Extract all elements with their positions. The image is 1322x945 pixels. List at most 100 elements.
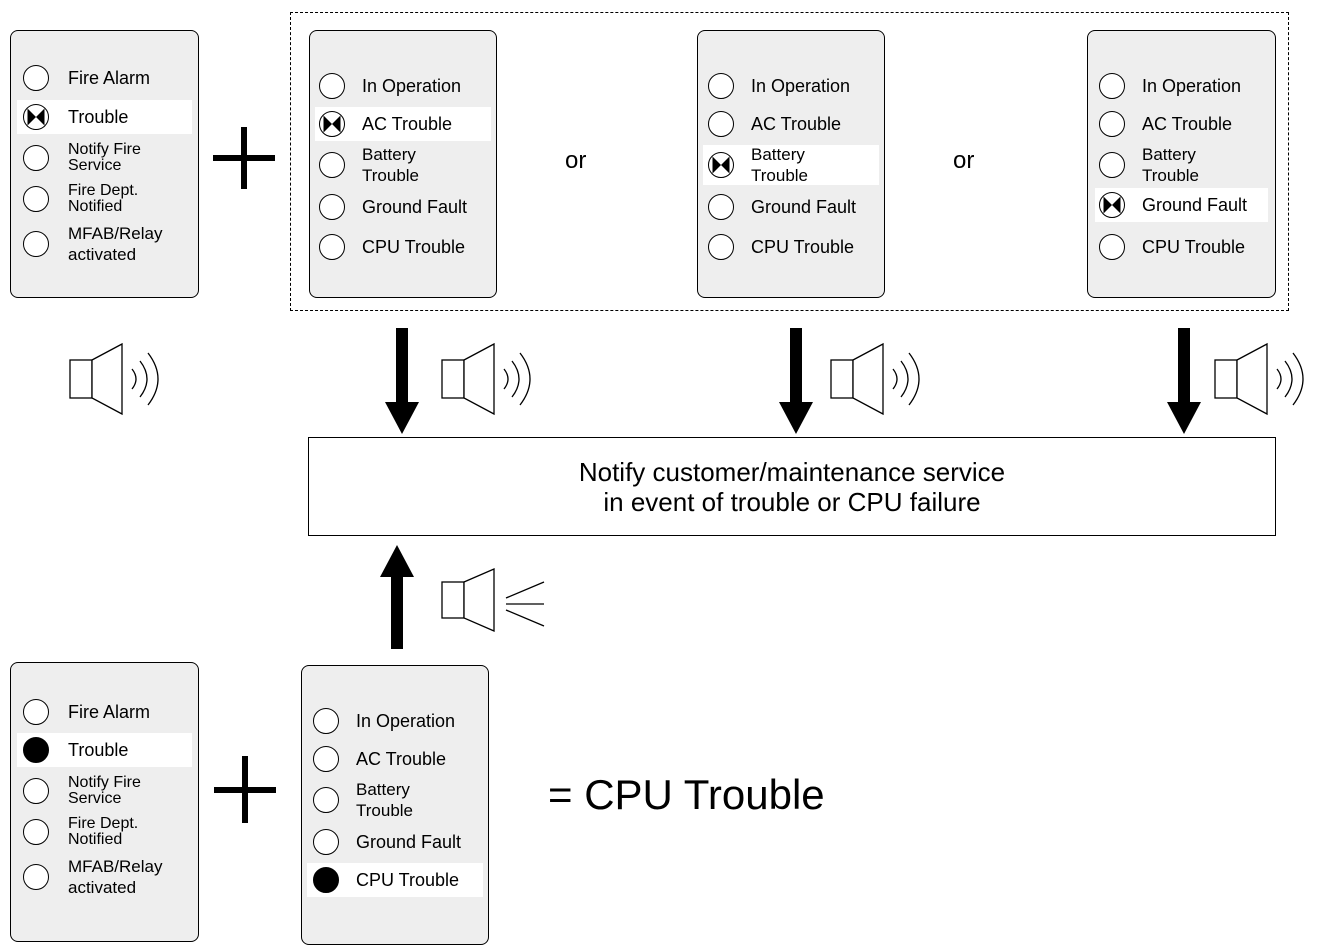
in-operation-indicator: In Operation: [698, 69, 884, 103]
mfab-relay-indicator: MFAB/Relay activated: [11, 857, 198, 897]
in-operation-label: In Operation: [1142, 76, 1242, 96]
mfab-relay-indicator: MFAB/Relay activated: [11, 224, 198, 264]
led-flashing-icon: [708, 152, 734, 178]
arrow-down-icon: [779, 328, 813, 434]
or-label: or: [953, 147, 975, 174]
battery-trouble-indicator: Battery Trouble: [1088, 145, 1275, 185]
cpu-trouble-label: CPU Trouble: [356, 870, 460, 890]
arrow-up-icon: [380, 545, 414, 649]
fire-alarm-label: Fire Alarm: [68, 702, 151, 722]
ac-trouble-indicator: AC Trouble: [698, 107, 884, 141]
led-off-icon: [23, 864, 49, 890]
plus-icon: [213, 127, 275, 189]
ground-fault-label: Ground Fault: [356, 832, 462, 852]
status-panel-ac: In Operation AC Trouble Battery Trouble …: [309, 30, 497, 298]
fire-alarm-indicator: Fire Alarm: [11, 695, 198, 729]
speaker-sound-icon: [1214, 342, 1304, 416]
arrow-down-icon: [1167, 328, 1201, 434]
speaker-tone-icon: [441, 568, 545, 632]
or-label: or: [565, 147, 587, 174]
battery-trouble-indicator: Battery Trouble: [302, 780, 488, 820]
trouble-label: Trouble: [68, 740, 129, 760]
battery-trouble-label: Battery Trouble: [362, 145, 420, 185]
battery-trouble-label: Battery Trouble: [356, 780, 414, 820]
speaker-sound-icon: [69, 342, 159, 416]
mfab-relay-label: MFAB/Relay activated: [68, 857, 163, 897]
result-label: = CPU Trouble: [548, 771, 825, 818]
in-operation-label: In Operation: [356, 711, 456, 731]
in-operation-indicator: In Operation: [310, 69, 496, 103]
led-flashing-icon: [1099, 192, 1125, 218]
notify-line-1: Notify customer/maintenance service: [578, 456, 1006, 487]
status-panel-battery: In Operation AC Trouble Battery Trouble …: [697, 30, 885, 298]
cpu-trouble-label: CPU Trouble: [362, 237, 466, 257]
ac-trouble-label: AC Trouble: [362, 114, 453, 134]
battery-trouble-indicator: Battery Trouble: [310, 145, 496, 185]
trouble-options-group: [290, 12, 1289, 311]
notify-fire-service-indicator: Notify Fire Service: [11, 141, 198, 175]
led-off-icon: [1099, 73, 1125, 99]
led-off-icon: [319, 152, 345, 178]
speaker-sound-icon: [441, 342, 531, 416]
in-operation-label: In Operation: [362, 76, 462, 96]
led-off-icon: [708, 111, 734, 137]
status-panel-ground: In Operation AC Trouble Battery Trouble …: [1087, 30, 1276, 298]
ground-fault-indicator: Ground Fault: [310, 190, 496, 224]
cpu-trouble-indicator: CPU Trouble: [1088, 230, 1275, 264]
plus-icon: [214, 756, 276, 823]
led-off-icon: [319, 234, 345, 260]
led-off-icon: [708, 73, 734, 99]
battery-trouble-indicator: Battery Trouble: [703, 145, 879, 185]
ground-fault-indicator: Ground Fault: [1095, 188, 1268, 222]
led-off-icon: [23, 231, 49, 257]
led-off-icon: [23, 819, 49, 845]
led-off-icon: [313, 829, 339, 855]
notify-fire-service-indicator: Notify Fire Service: [11, 774, 198, 808]
led-off-icon: [23, 145, 49, 171]
cpu-trouble-label: CPU Trouble: [751, 237, 855, 257]
trouble-indicator: Trouble: [17, 100, 192, 134]
led-off-icon: [708, 194, 734, 220]
ac-trouble-indicator: AC Trouble: [315, 107, 491, 141]
in-operation-indicator: In Operation: [302, 704, 488, 738]
mfab-relay-label: MFAB/Relay activated: [68, 224, 163, 264]
speaker-sound-icon: [830, 342, 920, 416]
notify-line-2: in event of trouble or CPU failure: [603, 486, 981, 517]
fire-alarm-label: Fire Alarm: [68, 68, 151, 88]
ground-fault-indicator: Ground Fault: [698, 190, 884, 224]
led-flashing-icon: [23, 104, 49, 130]
arrow-down-icon: [385, 328, 419, 434]
ac-trouble-label: AC Trouble: [751, 114, 842, 134]
ground-fault-label: Ground Fault: [362, 197, 468, 217]
led-off-icon: [23, 186, 49, 212]
notify-fire-service-label: Notify Fire Service: [68, 141, 141, 174]
in-operation-label: In Operation: [751, 76, 851, 96]
led-off-icon: [319, 194, 345, 220]
ground-fault-label: Ground Fault: [751, 197, 857, 217]
trouble-indicator: Trouble: [17, 733, 192, 767]
ac-trouble-indicator: AC Trouble: [302, 742, 488, 776]
ground-fault-label: Ground Fault: [1142, 195, 1248, 215]
ground-fault-indicator: Ground Fault: [302, 825, 488, 859]
cpu-trouble-label: CPU Trouble: [1142, 237, 1246, 257]
battery-trouble-label: Battery Trouble: [751, 145, 809, 185]
ac-trouble-indicator: AC Trouble: [1088, 107, 1275, 141]
led-off-icon: [708, 234, 734, 260]
led-on-icon: [313, 867, 339, 893]
led-off-icon: [23, 778, 49, 804]
in-operation-indicator: In Operation: [1088, 69, 1275, 103]
ac-trouble-label: AC Trouble: [356, 749, 447, 769]
led-off-icon: [23, 65, 49, 91]
fire-dept-notified-label: Fire Dept. Notified: [68, 815, 139, 848]
ac-trouble-label: AC Trouble: [1142, 114, 1233, 134]
trouble-label: Trouble: [68, 107, 129, 127]
led-off-icon: [23, 699, 49, 725]
led-off-icon: [1099, 111, 1125, 137]
cpu-trouble-indicator: CPU Trouble: [310, 230, 496, 264]
cpu-trouble-indicator: CPU Trouble: [307, 863, 483, 897]
led-off-icon: [313, 708, 339, 734]
led-flashing-icon: [319, 111, 345, 137]
status-panel-cpu: In Operation AC Trouble Battery Trouble …: [301, 665, 489, 945]
fire-dept-notified-indicator: Fire Dept. Notified: [11, 182, 198, 216]
fire-alarm-indicator: Fire Alarm: [11, 61, 198, 95]
